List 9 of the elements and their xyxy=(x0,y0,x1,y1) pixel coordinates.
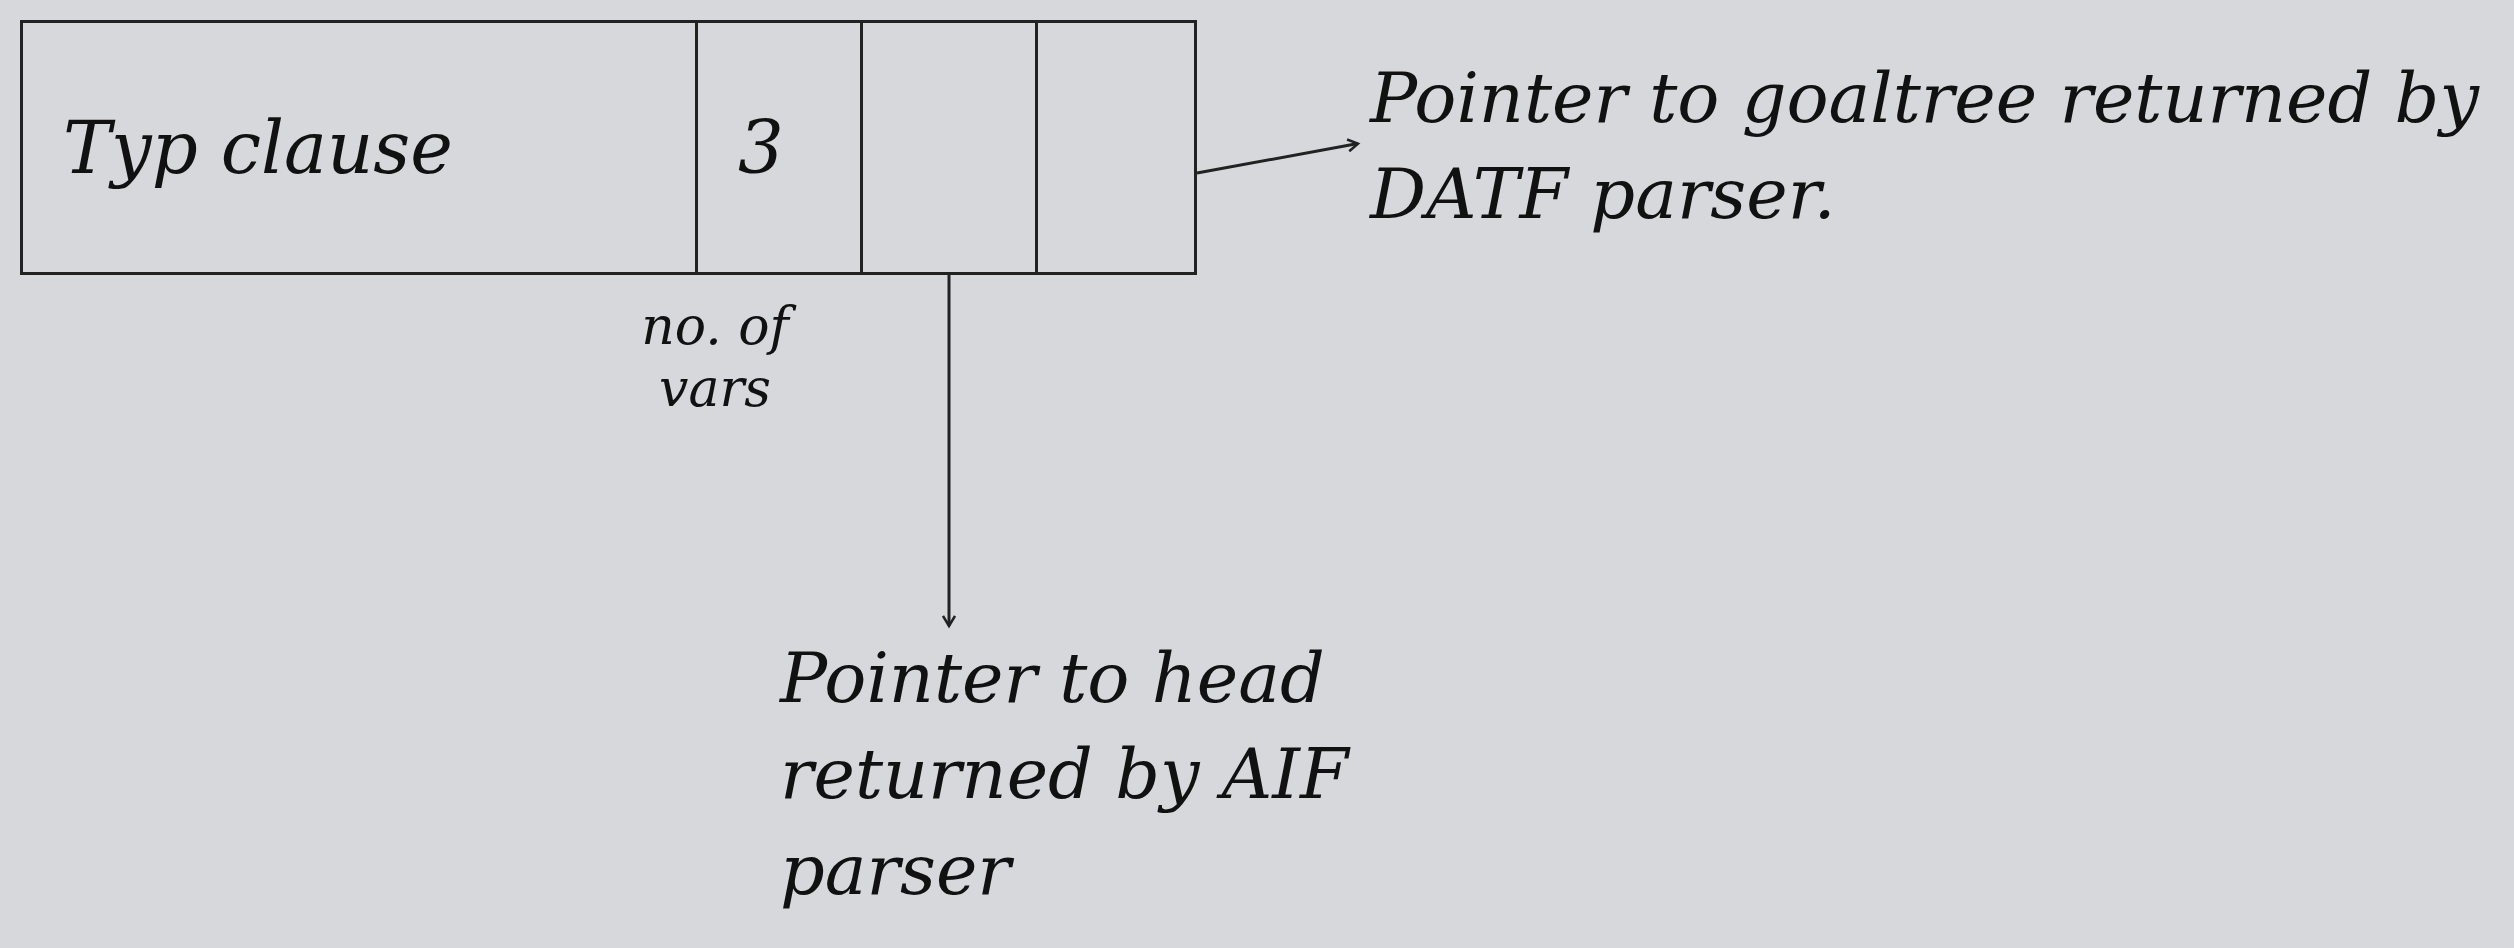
record-field xyxy=(860,20,1038,275)
arrow xyxy=(941,275,957,628)
record-field: Typ clause xyxy=(20,20,698,275)
annotation-text: Pointer to goaltree returned by DATF parser. xyxy=(1370,50,2490,242)
arrow xyxy=(1196,138,1360,175)
record-field xyxy=(1035,20,1197,275)
field-caption: no. of vars xyxy=(615,295,815,419)
annotation-text: Pointer to head returned by AIF parser xyxy=(780,630,1420,918)
record-field: 3 xyxy=(695,20,863,275)
